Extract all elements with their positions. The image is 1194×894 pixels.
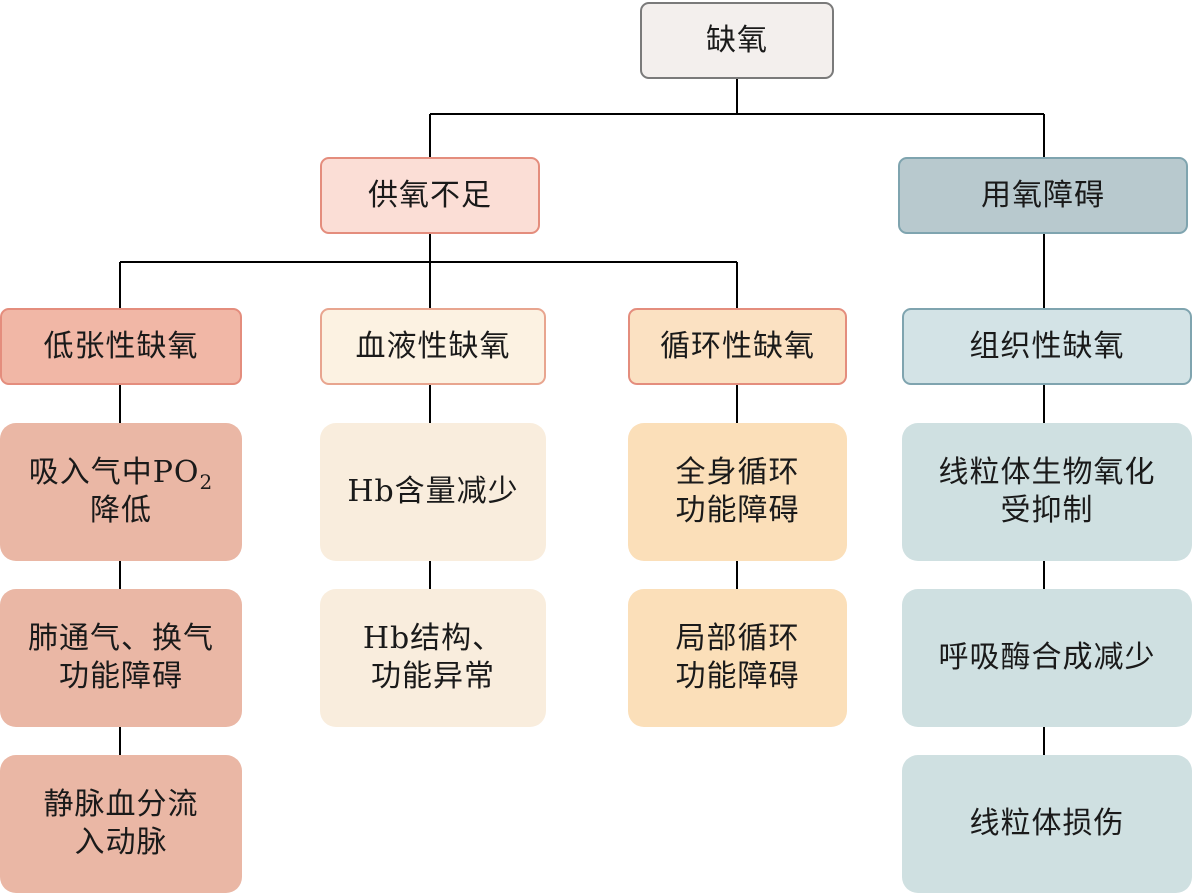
cause-line: Hb结构、 bbox=[362, 621, 504, 656]
cause-node: Hb含量减少 bbox=[320, 423, 546, 561]
supply-category-node: 供氧不足 bbox=[320, 157, 540, 234]
hypotonic-label: 低张性缺氧 bbox=[43, 328, 199, 364]
hemic-label: 血液性缺氧 bbox=[355, 328, 511, 364]
cause-line: 肺通气、换气 bbox=[28, 621, 214, 656]
cause-node: 线粒体生物氧化 受抑制 bbox=[902, 423, 1192, 561]
cause-line: 功能障碍 bbox=[59, 659, 183, 694]
cause-line: 功能障碍 bbox=[675, 493, 800, 528]
cause-line: 全身循环 bbox=[675, 455, 800, 490]
cause-line: 呼吸酶合成减少 bbox=[938, 640, 1156, 675]
cause-node: 局部循环 功能障碍 bbox=[628, 589, 847, 727]
cause-line: 吸入气中PO2 bbox=[28, 455, 214, 494]
histogenous-label: 组织性缺氧 bbox=[969, 328, 1125, 364]
cause-node: 吸入气中PO2 降低 bbox=[0, 423, 242, 561]
cause-line: 功能异常 bbox=[371, 659, 495, 694]
supply-label: 供氧不足 bbox=[368, 177, 492, 213]
circulatory-type-node: 循环性缺氧 bbox=[628, 308, 847, 385]
utilization-category-node: 用氧障碍 bbox=[898, 157, 1188, 234]
cause-line: 局部循环 bbox=[675, 621, 800, 656]
cause-line: 静脉血分流 bbox=[43, 787, 199, 822]
cause-line: 线粒体损伤 bbox=[969, 806, 1125, 841]
root-label: 缺氧 bbox=[706, 22, 768, 58]
cause-node: 静脉血分流 入动脉 bbox=[0, 755, 242, 893]
cause-line: 线粒体生物氧化 bbox=[938, 455, 1156, 490]
histogenous-type-node: 组织性缺氧 bbox=[902, 308, 1192, 385]
cause-node: 线粒体损伤 bbox=[902, 755, 1192, 893]
cause-node: Hb结构、 功能异常 bbox=[320, 589, 546, 727]
cause-line: 入动脉 bbox=[74, 825, 168, 860]
cause-line: 功能障碍 bbox=[675, 659, 800, 694]
utilization-label: 用氧障碍 bbox=[981, 177, 1105, 213]
hypotonic-type-node: 低张性缺氧 bbox=[0, 308, 242, 385]
cause-node: 呼吸酶合成减少 bbox=[902, 589, 1192, 727]
cause-line: 受抑制 bbox=[1000, 493, 1094, 528]
cause-line: Hb含量减少 bbox=[347, 474, 519, 509]
circulatory-label: 循环性缺氧 bbox=[660, 328, 815, 364]
hemic-type-node: 血液性缺氧 bbox=[320, 308, 546, 385]
cause-node: 全身循环 功能障碍 bbox=[628, 423, 847, 561]
cause-node: 肺通气、换气 功能障碍 bbox=[0, 589, 242, 727]
cause-line: 降低 bbox=[90, 493, 152, 528]
root-node: 缺氧 bbox=[640, 2, 834, 79]
